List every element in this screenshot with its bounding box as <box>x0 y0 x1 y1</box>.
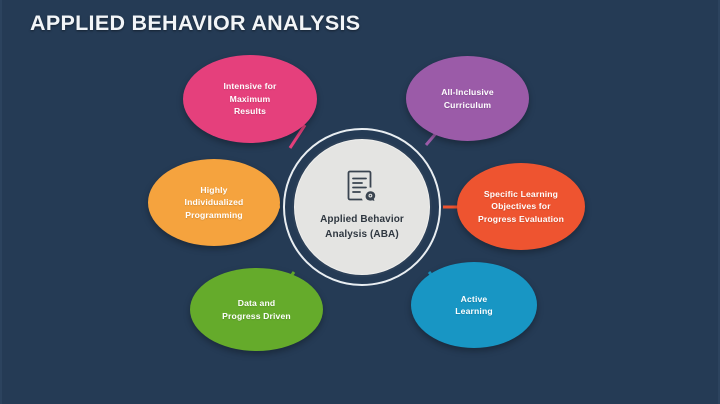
node-intensive-maximum-results[interactable]: Intensive for Maximum Results <box>183 55 317 143</box>
node-label: Active Learning <box>455 293 493 316</box>
center-hub[interactable]: Applied Behavior Analysis (ABA) <box>283 128 441 286</box>
node-label: Highly Individualized Programming <box>184 184 244 220</box>
node-label: Intensive for Maximum Results <box>223 81 277 117</box>
center-hub-inner: Applied Behavior Analysis (ABA) <box>292 137 432 277</box>
center-hub-label: Applied Behavior Analysis (ABA) <box>320 214 404 240</box>
node-label: Data and Progress Driven <box>222 298 291 321</box>
node-label: All-Inclusive Curriculum <box>441 87 494 110</box>
node-specific-learning-objectives[interactable]: Specific Learning Objectives for Progres… <box>457 163 585 250</box>
page-title: APPLIED BEHAVIOR ANALYSIS <box>30 11 361 35</box>
node-active-learning[interactable]: Active Learning <box>411 262 537 348</box>
node-data-progress-driven[interactable]: Data and Progress Driven <box>190 268 323 351</box>
document-brain-icon <box>345 170 379 206</box>
spoke-line-intensive-maximum-results <box>288 124 307 149</box>
node-label: Specific Learning Objectives for Progres… <box>478 188 564 224</box>
node-all-inclusive-curriculum[interactable]: All-Inclusive Curriculum <box>406 56 529 141</box>
node-highly-individualized-programming[interactable]: Highly Individualized Programming <box>148 159 280 246</box>
